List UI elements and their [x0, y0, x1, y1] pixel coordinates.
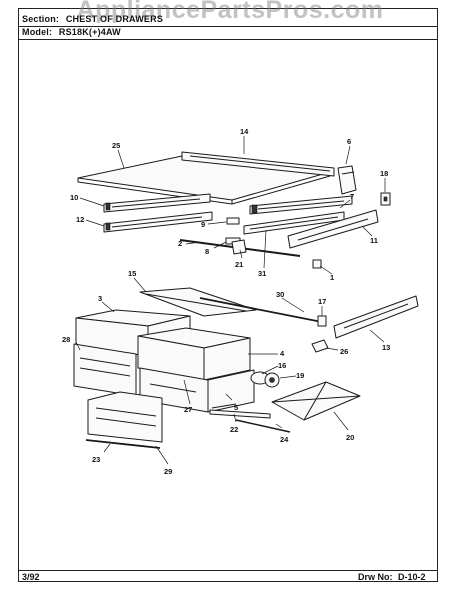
- section-row: Section: CHEST OF DRAWERS: [22, 14, 163, 24]
- part-9-stop: [226, 217, 240, 225]
- callout-7: 7: [350, 192, 354, 201]
- model-value: RS18K(+)4AW: [58, 27, 121, 37]
- callout-4: 4: [280, 349, 285, 358]
- callout-15: 15: [128, 269, 136, 278]
- part-14-front-rail: [181, 151, 335, 177]
- watermark: AppliancePartsPros.com: [76, 0, 384, 24]
- part-30-rod: [199, 297, 323, 323]
- part-15-top-rail: [139, 287, 257, 317]
- callout-23: 23: [92, 455, 100, 464]
- footer-divider: [18, 570, 438, 571]
- drawing-label: Drw No:: [358, 572, 393, 582]
- header-divider-2: [18, 39, 438, 40]
- callout-25: 25: [112, 141, 120, 150]
- callout-19: 19: [296, 371, 304, 380]
- callout-30: 30: [276, 290, 284, 299]
- part-24-strip: [235, 419, 291, 433]
- callout-2: 2: [178, 239, 182, 248]
- diagram-frame: [18, 8, 438, 582]
- section-value: CHEST OF DRAWERS: [65, 14, 164, 24]
- part-13-right-rail: [333, 295, 419, 339]
- footer-drawing-number: Drw No: D-10-2: [358, 572, 426, 582]
- callout-27: 27: [184, 405, 192, 414]
- header-divider-1: [18, 26, 438, 27]
- model-row: Model: RS18K(+)4AW: [22, 27, 121, 37]
- callout-31: 31: [258, 269, 266, 278]
- callout-1: 1: [330, 273, 334, 282]
- callout-16: 16: [278, 361, 286, 370]
- drawing-value: D-10-2: [398, 572, 426, 582]
- part-26-clip: [311, 339, 329, 353]
- callout-26: 26: [340, 347, 348, 356]
- section-label: Section:: [22, 14, 60, 24]
- callout-14: 14: [240, 127, 249, 136]
- part-17-clip: [317, 315, 327, 327]
- part-29-cover-panel: [87, 391, 163, 443]
- callout-18: 18: [380, 169, 388, 178]
- model-label: Model:: [22, 27, 53, 37]
- callout-9: 9: [201, 220, 205, 229]
- part-6-end-cap: [337, 165, 357, 195]
- part-21-bracket: [231, 239, 247, 255]
- callout-10: 10: [70, 193, 78, 202]
- callout-22: 22: [230, 425, 238, 434]
- part-1-clip: [312, 259, 322, 269]
- callout-17: 17: [318, 297, 326, 306]
- callout-11: 11: [370, 236, 378, 245]
- callout-28: 28: [62, 335, 70, 344]
- callout-29: 29: [164, 467, 172, 476]
- callout-13: 13: [382, 343, 390, 352]
- callout-24: 24: [280, 435, 289, 444]
- callout-20: 20: [346, 433, 354, 442]
- part-22-strip: [209, 409, 271, 419]
- callout-8: 8: [205, 247, 209, 256]
- callout-21: 21: [235, 260, 243, 269]
- callout-12: 12: [76, 215, 84, 224]
- footer-date: 3/92: [22, 572, 40, 582]
- part-23-strip: [85, 439, 161, 449]
- callout-6: 6: [347, 137, 351, 146]
- callout-3: 3: [98, 294, 102, 303]
- callout-5: 5: [234, 403, 238, 412]
